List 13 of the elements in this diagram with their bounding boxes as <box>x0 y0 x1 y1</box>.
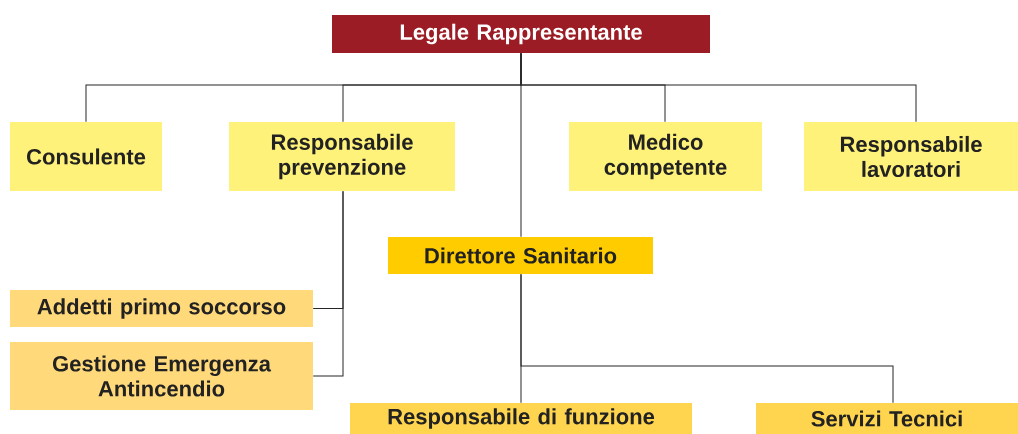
role-box: Responsabile di funzione <box>350 403 692 434</box>
role-box: Direttore Sanitario <box>388 237 653 274</box>
connector-line <box>520 52 522 238</box>
role-box: Servizi Tecnici <box>756 403 1018 434</box>
connector-line <box>312 190 344 377</box>
role-box: Consulente <box>10 122 162 191</box>
role-box: Medico competente <box>569 122 762 191</box>
role-box: Addetti primo soccorso <box>10 290 313 327</box>
role-box: Gestione Emergenza Antincendio <box>10 342 313 410</box>
role-box: Responsabile prevenzione <box>229 122 455 191</box>
connector-line <box>520 273 894 404</box>
role-box: Responsabile lavoratori <box>804 122 1018 191</box>
title-box: Legale Rappresentante <box>332 15 710 53</box>
